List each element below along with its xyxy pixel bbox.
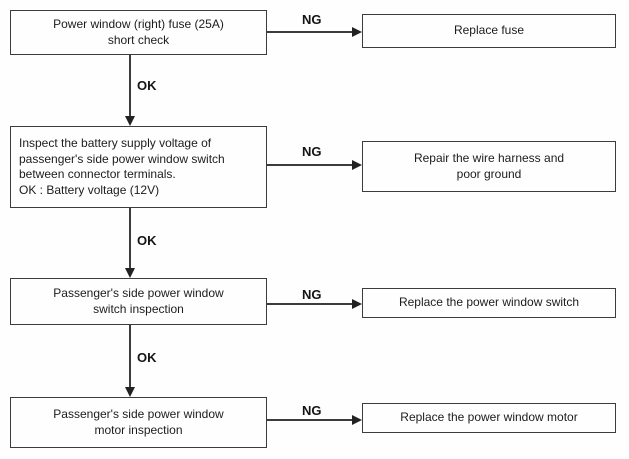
ok-label-1: OK <box>137 78 157 93</box>
arrow-right-icon-2 <box>352 160 362 170</box>
result-box-repair-wire-harness: Repair the wire harness and poor ground <box>362 141 616 192</box>
process-box-switch-inspection: Passenger's side power window switch ins… <box>10 278 267 325</box>
result-box-replace-window-switch: Replace the power window switch <box>362 288 616 318</box>
process-box-battery-voltage-inspection: Inspect the battery supply voltage of pa… <box>10 126 267 208</box>
process-box-motor-inspection: Passenger's side power window motor insp… <box>10 397 267 448</box>
ng-label-4: NG <box>302 403 322 418</box>
ng-connector-line-3 <box>267 303 353 305</box>
result-box-replace-fuse: Replace fuse <box>362 14 616 48</box>
process-box-fuse-short-check: Power window (right) fuse (25A) short ch… <box>10 10 267 55</box>
ok-connector-line-3 <box>129 325 131 388</box>
ok-connector-line-1 <box>129 55 131 117</box>
ok-label-2: OK <box>137 233 157 248</box>
ok-connector-line-2 <box>129 208 131 269</box>
ng-label-3: NG <box>302 287 322 302</box>
ng-connector-line-2 <box>267 164 353 166</box>
result-box-replace-window-motor: Replace the power window motor <box>362 403 616 433</box>
ok-label-3: OK <box>137 350 157 365</box>
ng-label-1: NG <box>302 12 322 27</box>
arrow-right-icon-4 <box>352 415 362 425</box>
ng-label-2: NG <box>302 144 322 159</box>
ng-connector-line-1 <box>267 31 353 33</box>
arrow-down-icon-1 <box>125 116 135 126</box>
arrow-right-icon-1 <box>352 27 362 37</box>
ng-connector-line-4 <box>267 419 353 421</box>
arrow-down-icon-2 <box>125 268 135 278</box>
arrow-right-icon-3 <box>352 299 362 309</box>
arrow-down-icon-3 <box>125 387 135 397</box>
